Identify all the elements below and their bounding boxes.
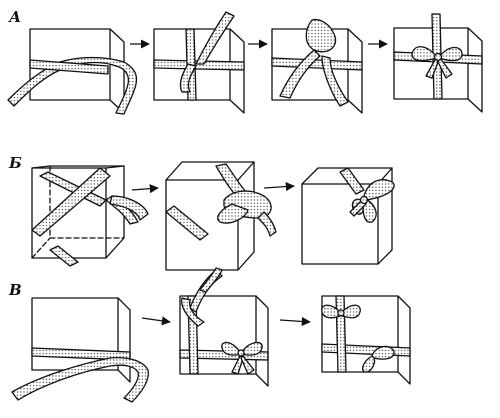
bow-icon (221, 341, 263, 375)
bow-icon (349, 179, 395, 223)
row-label-b: Б (9, 154, 22, 172)
bow-icon (411, 46, 463, 79)
ribbon-icon (11, 347, 149, 403)
ribbon-icon (153, 11, 245, 101)
row-label-a: А (9, 8, 22, 26)
bow-icon (321, 304, 395, 373)
arrow-right-icon (263, 182, 295, 192)
arrow-right-icon (131, 184, 159, 194)
ribbon-icon (179, 267, 269, 375)
box-icon (153, 28, 245, 114)
ribbon-icon (271, 18, 363, 107)
arrow-right-icon (279, 316, 311, 326)
row-label-v: В (9, 281, 22, 299)
ribbon-icon (165, 163, 277, 241)
arrow-right-icon (141, 316, 171, 326)
ribbon-icon (339, 167, 365, 195)
ribbon-icon (7, 56, 138, 115)
ribbon-icon (31, 167, 149, 267)
box-icon (31, 165, 125, 259)
